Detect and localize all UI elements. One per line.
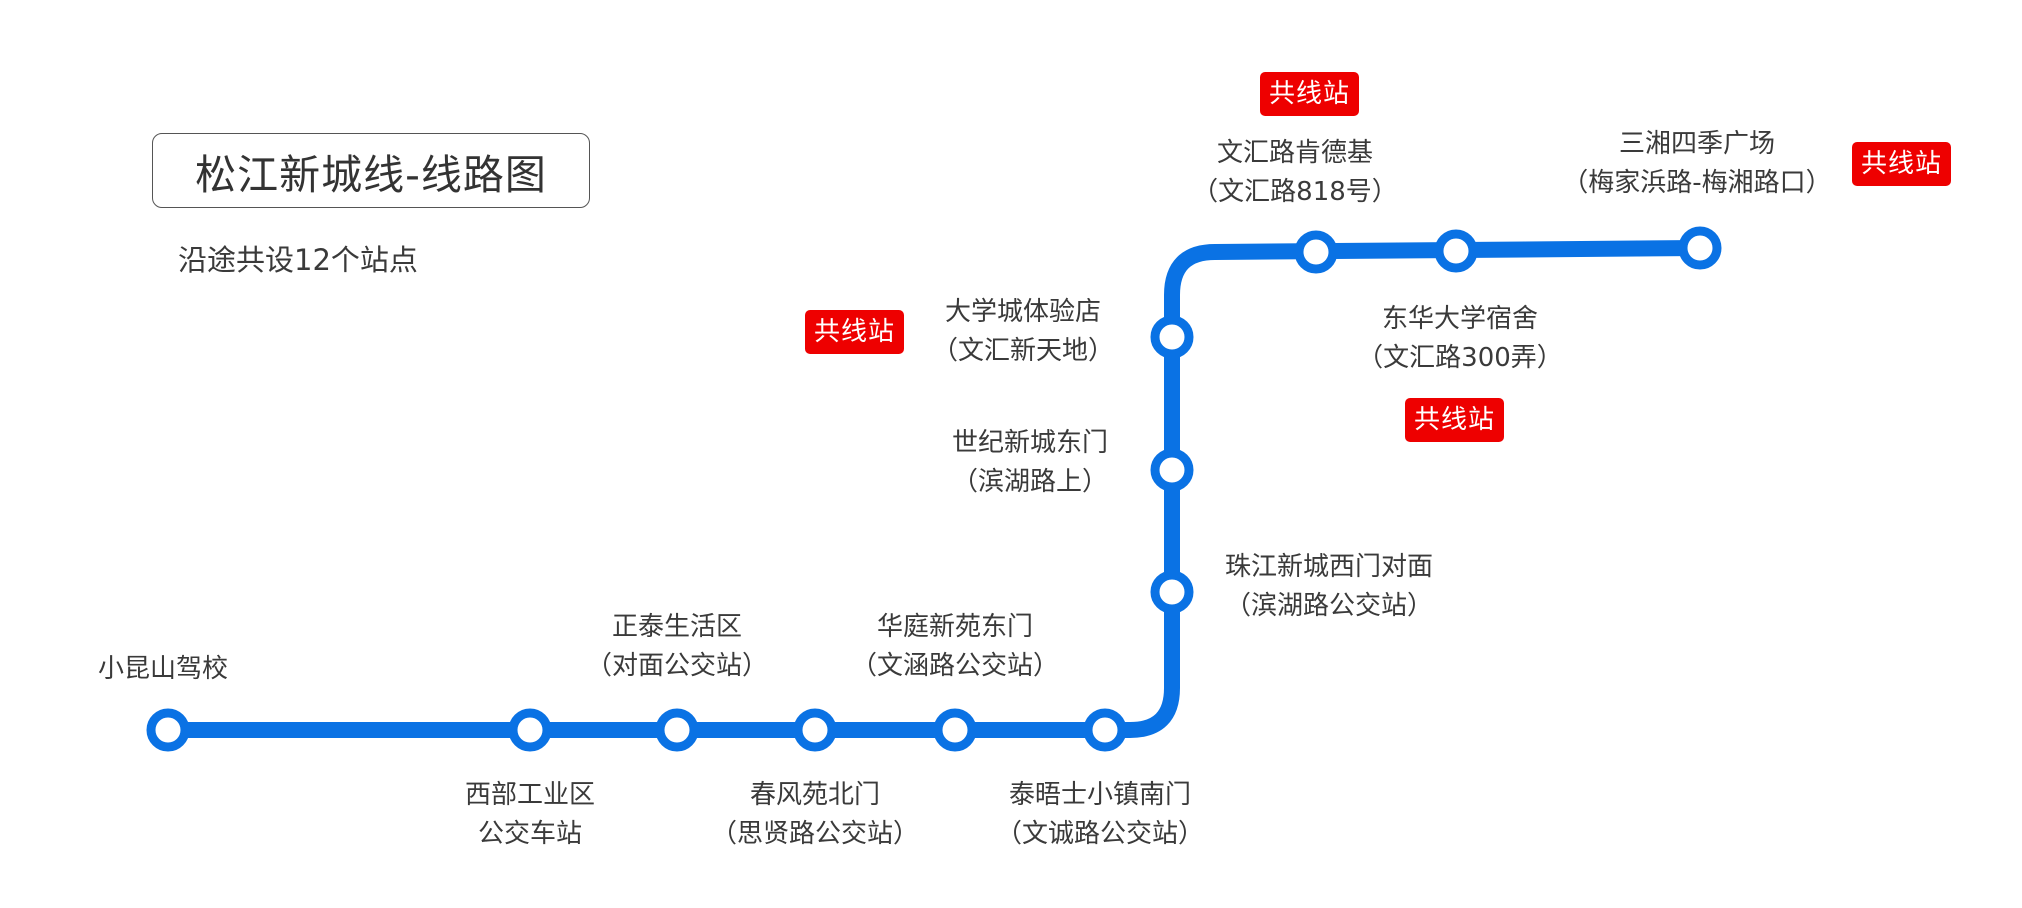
station-subname: （文汇路300弄） bbox=[1357, 343, 1563, 373]
station-label-5: 华庭新苑东门 （文涵路公交站） bbox=[851, 608, 1059, 686]
station-marker-9 bbox=[1150, 315, 1194, 359]
stations-layer bbox=[146, 226, 1722, 752]
station-name: 华庭新苑东门 bbox=[876, 612, 1034, 642]
station-subname: （文诚路公交站） bbox=[995, 819, 1205, 849]
station-marker-5 bbox=[933, 708, 977, 752]
station-marker-7 bbox=[1150, 570, 1194, 614]
station-subname: （文汇路818号） bbox=[1192, 177, 1398, 207]
station-label-6: 泰晤士小镇南门 （文诚路公交站） bbox=[996, 776, 1204, 854]
station-subname: （梅家浜路-梅湘路口） bbox=[1562, 168, 1832, 198]
station-marker-4 bbox=[793, 708, 837, 752]
station-marker-8 bbox=[1150, 448, 1194, 492]
station-name: 正泰生活区 bbox=[611, 612, 743, 642]
station-marker-3 bbox=[655, 708, 699, 752]
station-name: 世纪新城东门 bbox=[951, 428, 1109, 458]
station-subname: （文汇新天地） bbox=[931, 336, 1115, 366]
station-label-3: 正泰生活区 （对面公交站） bbox=[586, 608, 768, 686]
station-marker-2 bbox=[508, 708, 552, 752]
station-subname: （滨湖路上） bbox=[951, 467, 1109, 497]
station-label-8: 世纪新城东门 （滨湖路上） bbox=[952, 424, 1108, 502]
station-subname: （滨湖路公交站） bbox=[1225, 591, 1434, 621]
shared-station-badge: 共线站 bbox=[1260, 72, 1360, 116]
station-label-12: 三湘四季广场 （梅家浜路-梅湘路口） bbox=[1562, 125, 1831, 203]
station-name: 三湘四季广场 bbox=[1618, 129, 1776, 159]
station-name: 小昆山驾校 bbox=[97, 654, 229, 684]
station-label-2: 西部工业区 公交车站 bbox=[465, 776, 595, 854]
station-name: 文汇路肯德基 bbox=[1216, 138, 1374, 168]
station-subname: （对面公交站） bbox=[585, 651, 769, 681]
station-label-9: 大学城体验店 （文汇新天地） bbox=[932, 293, 1114, 371]
station-label-7: 珠江新城西门对面 （滨湖路公交站） bbox=[1225, 548, 1433, 626]
station-marker-11 bbox=[1434, 229, 1478, 273]
station-name: 泰晤士小镇南门 bbox=[1008, 780, 1192, 810]
station-marker-6 bbox=[1083, 708, 1127, 752]
shared-station-badge: 共线站 bbox=[805, 310, 905, 354]
station-name: 西部工业区 bbox=[464, 780, 596, 810]
station-name: 珠江新城西门对面 bbox=[1225, 552, 1434, 582]
station-name: 东华大学宿舍 bbox=[1381, 304, 1539, 334]
station-marker-12 bbox=[1678, 226, 1722, 270]
station-subname: （思贤路公交站） bbox=[710, 819, 920, 849]
station-marker-10 bbox=[1294, 230, 1338, 274]
shared-station-badge: 共线站 bbox=[1405, 398, 1505, 442]
station-name: 春风苑北门 bbox=[749, 780, 881, 810]
station-subname: （文涵路公交站） bbox=[850, 651, 1060, 681]
station-label-10: 文汇路肯德基 （文汇路818号） bbox=[1192, 134, 1398, 212]
map-subtitle: 沿途共设12个站点 bbox=[178, 243, 418, 277]
station-label-4: 春风苑北门 （思贤路公交站） bbox=[711, 776, 919, 854]
station-name: 大学城体验店 bbox=[944, 297, 1102, 327]
station-marker-1 bbox=[146, 708, 190, 752]
shared-station-badge: 共线站 bbox=[1852, 142, 1952, 186]
map-title: 松江新城线-线路图 bbox=[152, 133, 590, 208]
station-subname: 公交车站 bbox=[477, 819, 583, 849]
station-label-1: 小昆山驾校 bbox=[98, 650, 228, 689]
station-label-11: 东华大学宿舍 （文汇路300弄） bbox=[1357, 300, 1563, 378]
